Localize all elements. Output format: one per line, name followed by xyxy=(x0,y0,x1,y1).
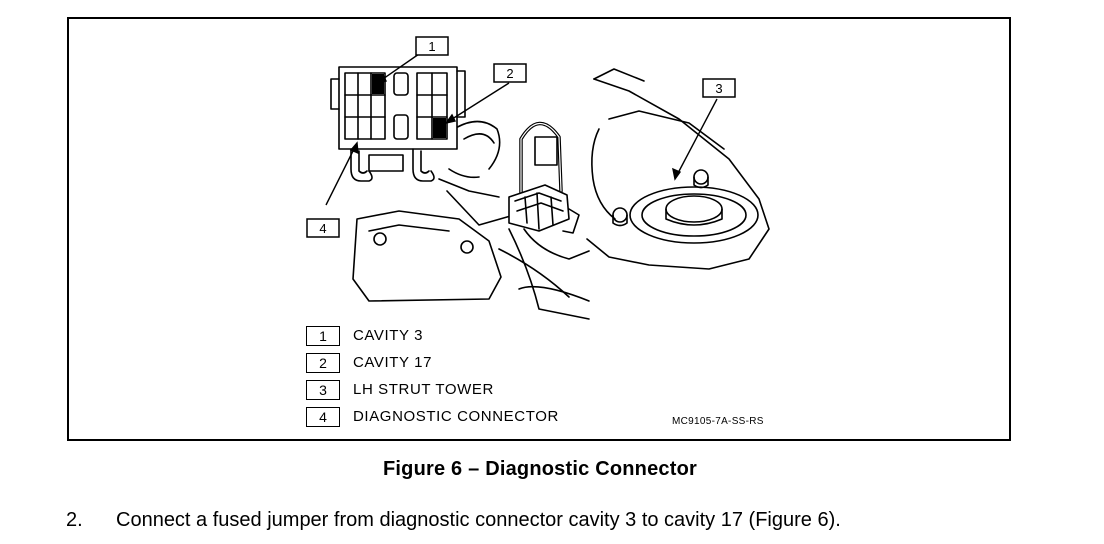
figure-code: MC9105-7A-SS-RS xyxy=(672,416,764,427)
legend-label: LH STRUT TOWER xyxy=(353,381,494,398)
diagnostic-connector-illustration: 1 2 3 4 xyxy=(306,36,770,320)
legend-number: 3 xyxy=(306,380,340,400)
callout-1: 1 xyxy=(428,39,435,54)
callout-3: 3 xyxy=(715,81,722,96)
legend-number: 4 xyxy=(306,407,340,427)
legend-label: DIAGNOSTIC CONNECTOR xyxy=(353,408,559,425)
legend-label: CAVITY 17 xyxy=(353,354,433,371)
step-number: 2. xyxy=(66,509,83,531)
legend-number: 2 xyxy=(306,353,340,373)
legend-label: CAVITY 3 xyxy=(353,327,424,344)
figure-frame: 1 2 3 4 1 CAVITY 3 2 CAVITY 17 3 LH STRU… xyxy=(67,17,1011,441)
callout-4: 4 xyxy=(319,221,326,236)
figure-caption: Figure 6 – Diagnostic Connector xyxy=(382,458,698,480)
cavity-17-marker xyxy=(433,118,446,138)
callout-2: 2 xyxy=(506,66,513,81)
legend-number: 1 xyxy=(306,326,340,346)
step-text: Connect a fused jumper from diagnostic c… xyxy=(116,509,841,531)
